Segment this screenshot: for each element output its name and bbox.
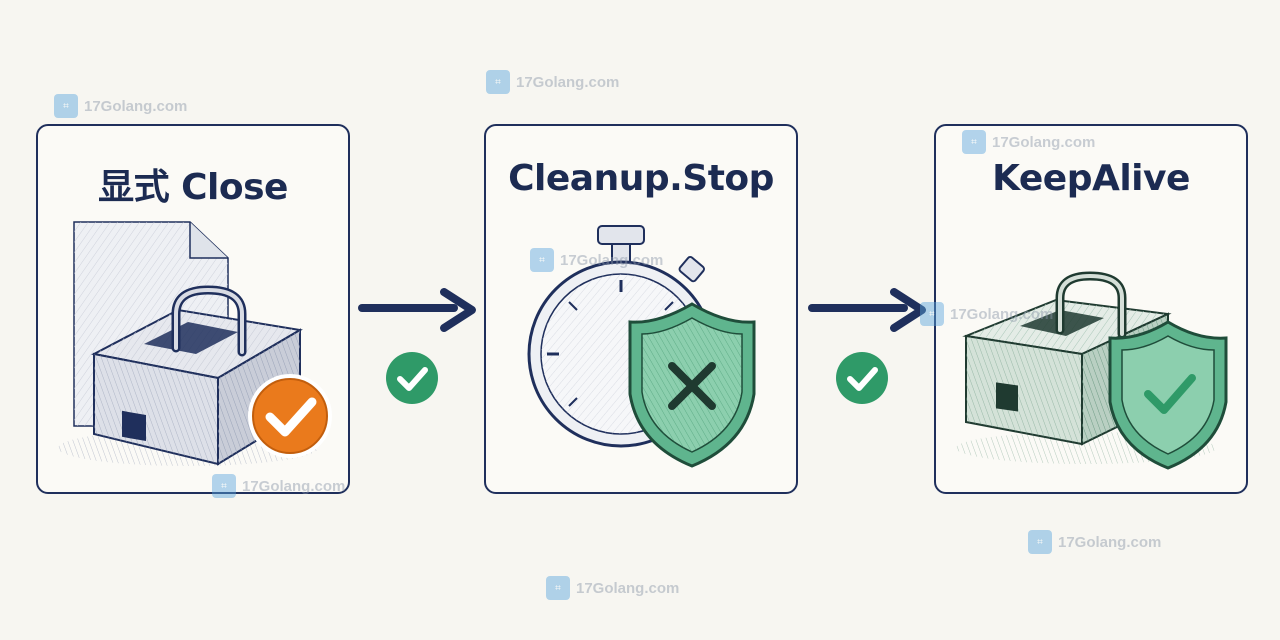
lock-box-icon xyxy=(956,271,1228,470)
green-check-icon xyxy=(386,352,438,404)
watermark: ⌗ 17Golang.com xyxy=(546,576,679,600)
watermark-logo-icon: ⌗ xyxy=(1028,530,1052,554)
watermark-text: 17Golang.com xyxy=(516,73,620,91)
panel-cleanup-stop: Cleanup.Stop xyxy=(484,124,798,494)
green-check-icon xyxy=(836,352,888,404)
watermark-logo-icon: ⌗ xyxy=(486,70,510,94)
orange-check-icon xyxy=(248,374,332,458)
shield-x-icon xyxy=(628,302,756,468)
panel-explicit-close: 显式 Close xyxy=(36,124,350,494)
watermark-text: 17Golang.com xyxy=(1058,533,1162,551)
watermark: ⌗ 17Golang.com xyxy=(54,94,187,118)
watermark: ⌗ 17Golang.com xyxy=(1028,530,1161,554)
watermark-text: 17Golang.com xyxy=(84,97,188,115)
arrow-right-icon xyxy=(358,288,476,332)
panel-title: 显式 Close xyxy=(98,167,288,208)
watermark-logo-icon: ⌗ xyxy=(546,576,570,600)
stopwatch-icon xyxy=(527,225,756,468)
arrow-right-icon xyxy=(808,288,926,332)
watermark-text: 17Golang.com xyxy=(576,579,680,597)
panel-title: KeepAlive xyxy=(992,158,1190,199)
watermark-logo-icon: ⌗ xyxy=(54,94,78,118)
shield-check-icon xyxy=(1108,320,1228,470)
panel-keepalive: KeepAlive xyxy=(934,124,1248,494)
watermark: ⌗ 17Golang.com xyxy=(486,70,619,94)
panel-title: Cleanup.Stop xyxy=(508,158,774,199)
lock-box-file-icon xyxy=(58,221,332,466)
